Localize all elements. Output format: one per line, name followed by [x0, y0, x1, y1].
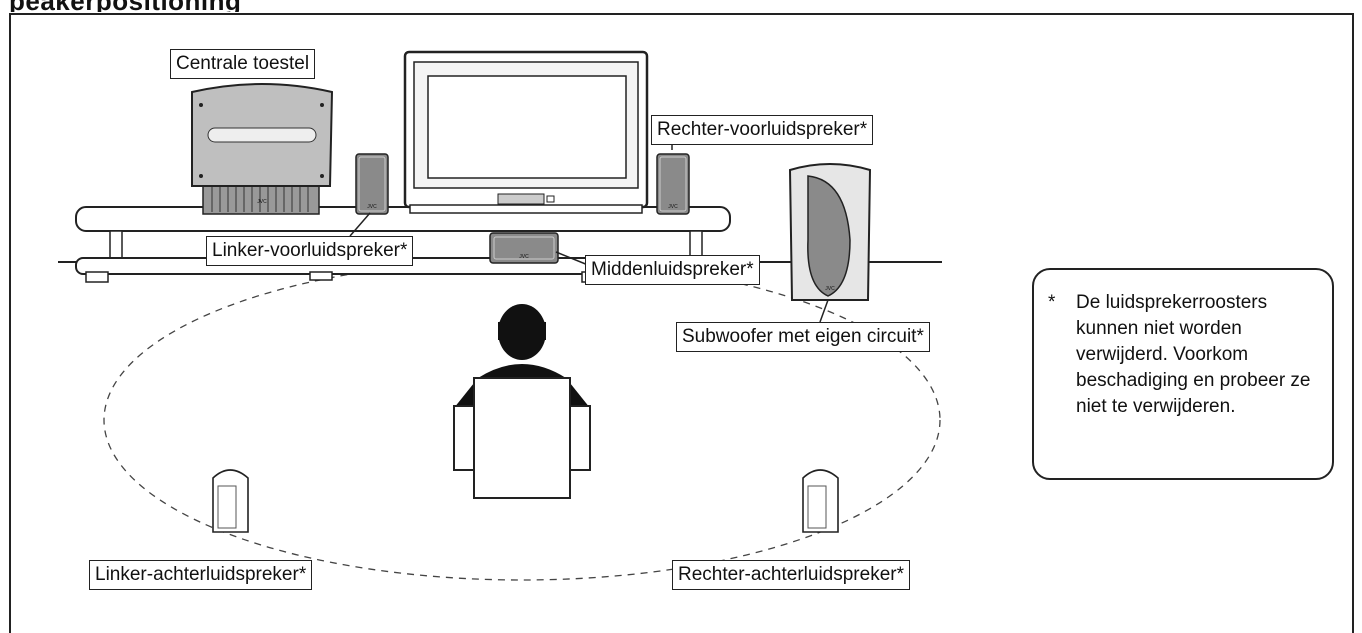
note-text: De luidsprekerroosters kunnen niet worde…	[1076, 292, 1311, 417]
rear-right-speaker	[802, 469, 839, 533]
front-right-speaker	[656, 153, 690, 215]
note-box: * De luidsprekerroosters kunnen niet wor…	[1032, 268, 1334, 480]
center-leader	[555, 251, 589, 266]
center-brand: JVC	[519, 254, 529, 260]
label-front-left: Linker-voorluidspreker*	[206, 236, 414, 266]
label-center: Middenluidspreker*	[585, 255, 760, 285]
label-front-right: Rechter-voorluidspreker*	[651, 115, 874, 145]
section-title: peakerpositioning	[9, 0, 309, 12]
note-marker: *	[1048, 292, 1056, 313]
subwoofer	[788, 163, 872, 301]
front-right-brand: JVC	[668, 204, 678, 210]
section-title-text: peakerpositioning	[9, 0, 241, 12]
listener-silhouette	[453, 304, 591, 499]
front-left-brand: JVC	[367, 204, 377, 210]
label-rear-left: Linker-achterluidspreker*	[89, 560, 313, 590]
subwoofer-brand: JVC	[825, 286, 835, 292]
front-left-speaker	[355, 153, 389, 215]
central-unit-brand: JVC	[257, 199, 267, 205]
label-subwoofer: Subwoofer met eigen circuit*	[676, 322, 930, 352]
diagram-frame	[9, 13, 1354, 633]
subwoofer-leader	[819, 299, 829, 323]
label-central-unit: Centrale toestel	[170, 49, 316, 79]
television	[403, 50, 649, 214]
front-left-leader	[349, 212, 371, 237]
center-speaker	[489, 232, 559, 264]
label-rear-right: Rechter-achterluidspreker*	[672, 560, 910, 590]
central-unit-device	[191, 83, 334, 215]
rear-left-speaker	[212, 469, 249, 533]
